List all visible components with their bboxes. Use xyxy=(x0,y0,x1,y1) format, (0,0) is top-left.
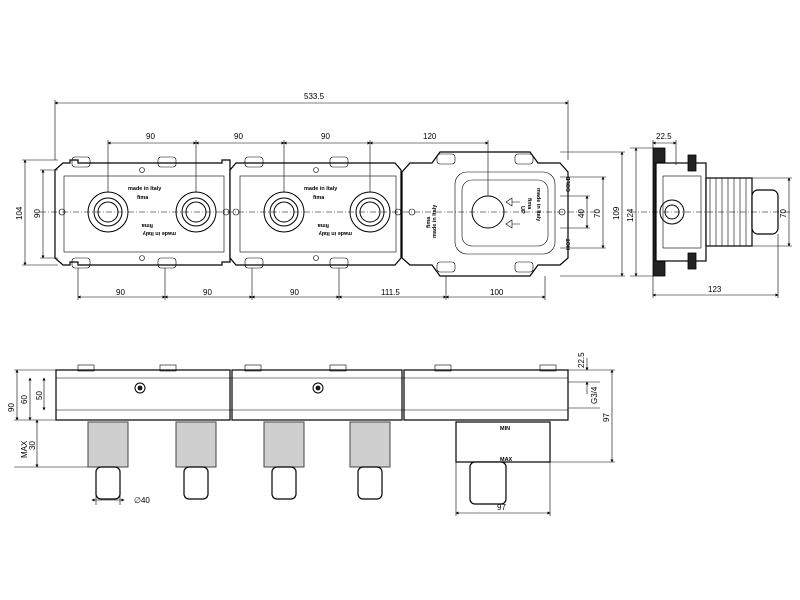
min-label: MIN xyxy=(500,426,510,432)
made-in-label-3: made in Italy xyxy=(432,204,438,238)
dim-front-30: 30 xyxy=(28,441,37,450)
front-view: MIN MAX 90 60 50 MAX 30 ∅40 xyxy=(7,352,615,516)
front-dimensions: 90 60 50 MAX 30 ∅40 22.5 G3/4 97 97 xyxy=(7,352,615,516)
module-plate-3 xyxy=(401,151,569,277)
dim-side-height: 124 xyxy=(626,208,635,222)
dim-front-right-97: 97 xyxy=(602,413,611,422)
dim-side-width: 123 xyxy=(708,285,722,294)
made-in-label-2: made in Italy xyxy=(304,186,338,192)
dim-front-bottom-97: 97 xyxy=(497,503,506,512)
embossed-text: made in Italy fima made in Italy fima ma… xyxy=(128,176,572,250)
dim-front-max: MAX xyxy=(20,440,29,458)
dim-left-outer: 104 xyxy=(15,206,24,220)
arrow-icon-up xyxy=(505,197,520,207)
side-view: 22.5 124 70 123 xyxy=(626,132,792,298)
front-port-4 xyxy=(349,421,391,500)
dim-thread: G3/4 xyxy=(590,386,599,404)
top-dimensions: 533.5 90 90 90 120 90 xyxy=(15,92,625,300)
dim-side-top: 22.5 xyxy=(656,132,672,141)
top-view: made in Italy fima made in Italy fima ma… xyxy=(15,92,625,300)
made-in-label-2b: made in Italy xyxy=(318,230,352,236)
cold-label: COLD xyxy=(566,176,572,192)
brand-label-3: fima xyxy=(426,216,432,228)
dim-front-60: 60 xyxy=(20,395,29,404)
brand-label-1: fima xyxy=(137,195,149,201)
made-in-label-1b: made in Italy xyxy=(142,230,176,236)
dim-overall: 533.5 xyxy=(304,92,325,101)
dim-front-90: 90 xyxy=(7,403,16,412)
dim-top-4: 120 xyxy=(423,132,437,141)
dim-right-mid: 70 xyxy=(593,209,602,218)
mounting-lugs xyxy=(71,153,534,273)
dim-front-right-225: 22.5 xyxy=(577,352,586,368)
made-in-label-3b: made in Italy xyxy=(535,188,541,222)
dim-front-50: 50 xyxy=(35,391,44,400)
front-port-1 xyxy=(87,421,129,500)
front-port-5: MIN MAX xyxy=(455,421,551,505)
hot-label: HOT xyxy=(566,238,572,250)
dim-bottom-1: 90 xyxy=(116,288,125,297)
brand-label-3b: fima xyxy=(526,198,532,210)
dim-bottom-3: 90 xyxy=(290,288,299,297)
dim-top-3: 90 xyxy=(321,132,330,141)
brand-label-1b: fima xyxy=(141,222,153,228)
module-plate-2 xyxy=(229,162,402,266)
max-label: MAX xyxy=(500,457,513,463)
dim-left-inner: 90 xyxy=(33,209,42,218)
dim-side-right: 70 xyxy=(779,209,788,218)
dim-bottom-5: 100 xyxy=(490,288,504,297)
up-label: UP xyxy=(519,206,525,214)
dim-bottom-4: 111.5 xyxy=(381,288,400,297)
dim-right-inner: 40 xyxy=(577,209,586,218)
dim-top-1: 90 xyxy=(146,132,155,141)
brand-label-2b: fima xyxy=(317,222,329,228)
front-ports: MIN MAX xyxy=(87,421,551,505)
dim-right-outer: 109 xyxy=(612,206,621,220)
made-in-label-1: made in Italy xyxy=(128,186,162,192)
front-port-2 xyxy=(175,421,217,500)
module-plate-1 xyxy=(54,159,231,266)
dim-top-2: 90 xyxy=(234,132,243,141)
dim-bottom-2: 90 xyxy=(203,288,212,297)
dim-diameter: ∅40 xyxy=(134,496,150,505)
brand-label-2: fima xyxy=(313,195,325,201)
arrow-icon-down xyxy=(505,219,520,229)
front-port-3 xyxy=(263,421,305,500)
